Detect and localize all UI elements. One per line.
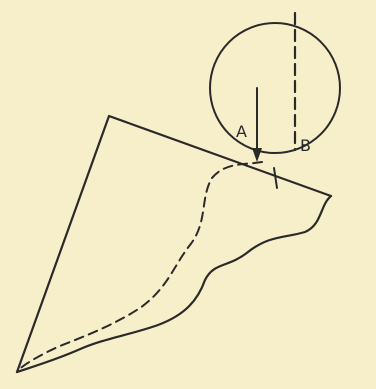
- arrow-a-head: [252, 148, 262, 162]
- dashed-inner-curve: [17, 161, 263, 371]
- circle: [209, 22, 341, 154]
- label-b: B: [300, 136, 311, 155]
- contact-tick: [273, 167, 278, 189]
- wavy-edge: [15, 194, 333, 374]
- label-a: A: [236, 122, 247, 141]
- triangle-outline: [15, 114, 333, 374]
